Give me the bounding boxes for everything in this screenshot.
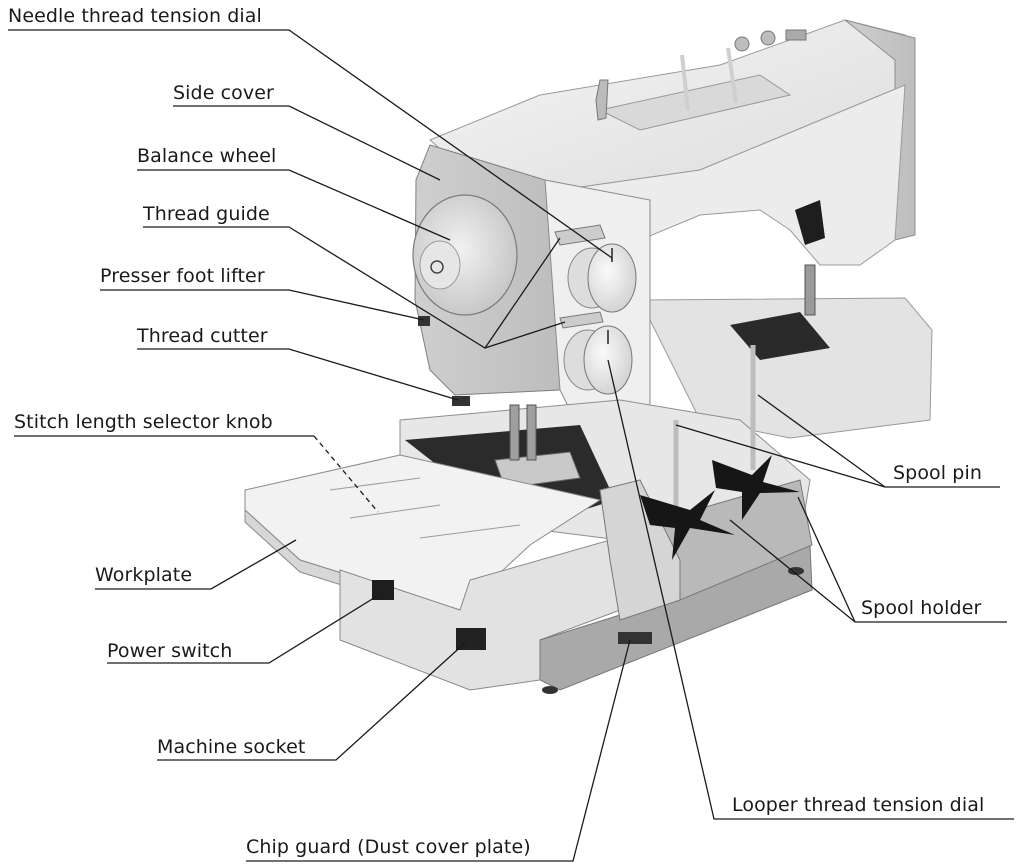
label-machine-socket: Machine socket [157,736,306,758]
label-stitch-length-selector-knob: Stitch length selector knob [14,411,273,433]
power-switch-body [372,580,394,600]
label-looper-thread-tension-dial: Looper thread tension dial [732,794,985,816]
top-knob-3 [785,29,807,41]
leader-stitch-length-dashed [313,435,379,513]
leader-workplate [95,539,297,590]
label-spool-pin: Spool pin [893,462,982,484]
workplate-guide-1 [329,477,421,491]
label-balance-wheel: Balance wheel [137,145,277,167]
needle-bar [509,404,520,461]
leader-thread-guide-2 [484,321,566,349]
leader-power-switch [107,592,383,664]
foot-1 [542,686,558,694]
workplate-guide-2 [349,504,441,519]
thread-cutter [452,396,470,406]
top-knob-2 [760,30,776,46]
top-knob-1 [734,36,750,52]
dark-cutout [795,200,825,245]
leader-presser-foot-lifter [100,289,425,321]
leader-thread-guide [143,226,561,349]
label-workplate: Workplate [95,564,193,586]
leader-lines [8,29,1014,862]
label-side-cover: Side cover [173,82,274,104]
thread-guide-lower [559,311,604,329]
needle-bar-2 [526,404,537,461]
label-chip-guard: Chip guard (Dust cover plate) [246,836,531,858]
label-power-switch: Power switch [107,640,233,662]
label-thread-cutter: Thread cutter [137,325,268,347]
label-needle-thread-tension-dial: Needle thread tension dial [8,5,262,27]
leader-side-cover [173,105,441,181]
thread-tray [598,74,792,131]
foot-2 [788,567,804,575]
tray-pin-2 [726,47,738,103]
leader-needle-thread-tension-dial [8,29,613,259]
spool-holder-left [640,490,735,560]
leader-chip-guard [246,639,631,862]
leader-thread-cutter [137,348,459,401]
top-spindle [595,79,609,121]
tray-pin-1 [680,54,690,111]
presser-foot-lifter-stub [418,316,430,326]
label-presser-foot-lifter: Presser foot lifter [100,265,265,287]
balance-wheel-hub [419,240,461,290]
workplate-guide-3 [419,524,521,539]
machine-illustration [244,19,933,694]
leader-machine-socket [157,641,467,761]
chip-guard-latch [618,632,652,644]
right-needle-bar [804,264,816,316]
label-thread-guide: Thread guide [143,203,270,225]
leader-spool-holder-2 [797,496,856,623]
leader-balance-wheel [137,169,451,241]
balance-wheel-center [430,260,444,274]
upper-dial [587,243,637,313]
leader-spool-pin-2 [757,394,886,488]
spool-holder-right [712,455,800,520]
leader-looper-thread-tension-dial [607,359,1014,820]
label-spool-holder: Spool holder [861,597,982,619]
